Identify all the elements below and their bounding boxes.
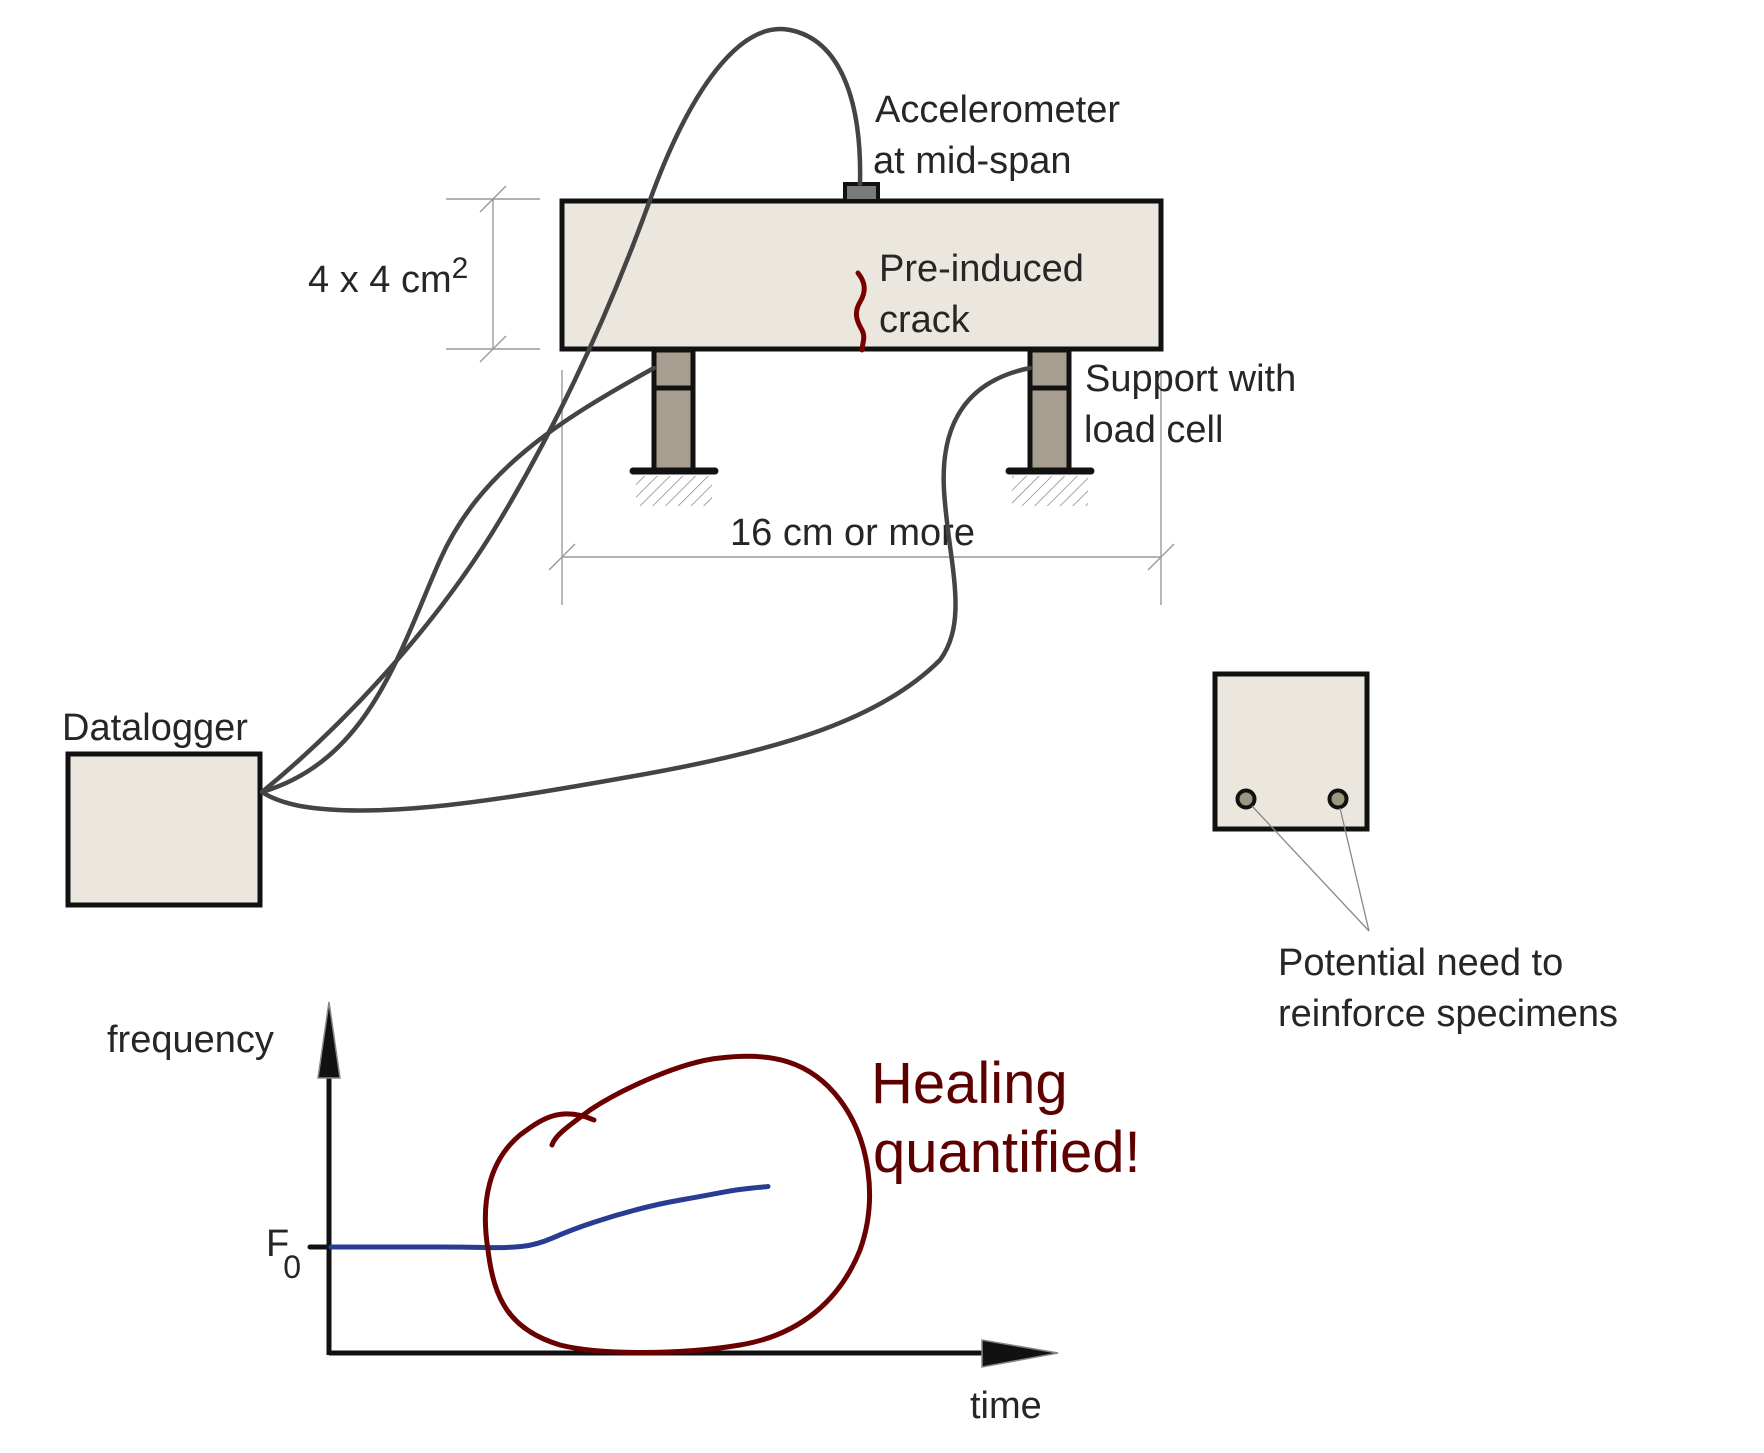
rebar-leader-lines [1251, 805, 1370, 932]
accelerometer-label: Accelerometer at mid-span [873, 89, 1131, 182]
healing-annotation: Healing quantified! [871, 1051, 1141, 1185]
beam-section-label: 4 x 4 cm2 [308, 252, 468, 301]
rebar-left-icon [1235, 788, 1257, 810]
pre-induced-crack [853, 270, 867, 353]
beam-height-dimension [446, 185, 540, 363]
datalogger-label: Datalogger [62, 707, 248, 749]
x-axis-label: time [970, 1385, 1042, 1427]
x-axis-arrowhead [981, 1339, 1059, 1368]
crack-label: Pre-induced crack [879, 248, 1094, 341]
right-load-cell-cable [259, 365, 1033, 813]
datalogger-box [65, 751, 263, 908]
support-label: Support with load cell [1084, 358, 1307, 451]
accelerometer-cable [259, 26, 863, 795]
healing-circle-annotation [482, 1053, 872, 1355]
frequency-series-line [328, 1184, 771, 1251]
right-ground-hatch [1012, 476, 1088, 506]
right-support [1005, 347, 1095, 506]
reinforcement-note: Potential need to reinforce specimens [1278, 942, 1618, 1035]
span-label: 16 cm or more [730, 512, 975, 554]
rebar-right-icon [1327, 788, 1349, 810]
left-ground-hatch [636, 476, 712, 506]
left-load-cell-cable [259, 365, 657, 795]
y-axis-label: frequency [107, 1019, 274, 1061]
accelerometer-sensor [843, 182, 880, 203]
y-axis-arrowhead [317, 1001, 341, 1079]
